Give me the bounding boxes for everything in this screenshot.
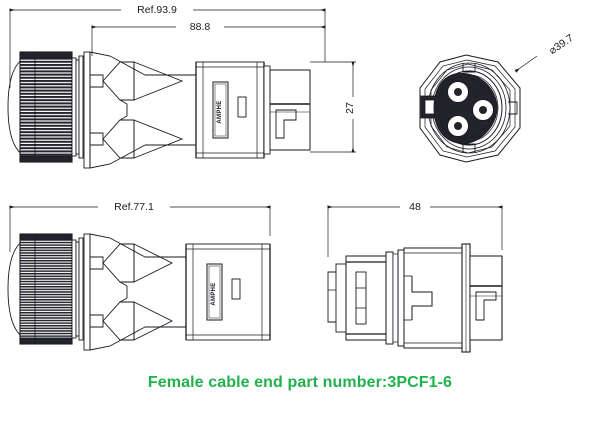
dimension-ref-93-9 <box>9 2 326 88</box>
dimension-ref-77-1 <box>9 199 271 252</box>
connector-body <box>195 61 265 159</box>
part-number-caption: Female cable end part number:3PCF1-6 <box>147 374 453 391</box>
contact-carrier <box>345 255 387 341</box>
brand-mark-label: AMPHE <box>217 100 223 123</box>
connector-body-2 <box>185 243 271 341</box>
dimension-diameter-leader <box>514 55 538 73</box>
contact-hole-2 <box>472 99 494 121</box>
knurled-gland-nut-2 <box>19 233 73 345</box>
brand-mark-label-2: AMPHE <box>211 282 217 305</box>
dimension-27 <box>310 61 361 153</box>
dimension-label-diameter-39-7: ⌀39.7 <box>547 32 576 57</box>
dimension-label-27: 27 <box>344 102 356 114</box>
brand-plate-2 <box>206 263 223 321</box>
view-bottom-left-side-elevation: Ref.77.1 <box>7 199 271 351</box>
contact-hole-1 <box>447 81 469 103</box>
strain-relief-fingers-2 <box>89 233 186 351</box>
body-window-2 <box>231 278 241 300</box>
view-top-right-front-face <box>419 54 538 163</box>
mating-barrel <box>403 247 463 349</box>
dimension-48 <box>327 199 503 257</box>
sealing-ribs <box>385 249 405 347</box>
dimension-88-8 <box>91 19 326 56</box>
brand-plate <box>212 81 229 139</box>
mating-flange-plate <box>461 243 471 353</box>
body-window <box>237 96 247 118</box>
mating-front-shroud <box>469 255 503 341</box>
front-flange <box>83 51 91 169</box>
dimension-label-48: 48 <box>409 201 421 213</box>
contact-hole-3 <box>447 115 469 137</box>
sealing-washer-stack-2 <box>71 237 84 341</box>
view-top-left-side-elevation: Ref.93.9 88.8 27 <box>7 2 361 169</box>
dimension-label-88-8: 88.8 <box>190 21 211 33</box>
mating-rear-tail <box>327 263 347 333</box>
sealing-washer-stack <box>71 55 84 159</box>
rear-locking-tail <box>263 65 311 155</box>
dimension-label-ref-77-1: Ref.77.1 <box>114 201 154 213</box>
view-bottom-right-mating-end: 48 <box>327 199 503 353</box>
dimension-label-ref-93-9: Ref.93.9 <box>137 4 177 16</box>
front-flange-2 <box>83 233 91 351</box>
strain-relief-fingers <box>89 51 196 169</box>
knurled-gland-nut <box>19 51 73 163</box>
